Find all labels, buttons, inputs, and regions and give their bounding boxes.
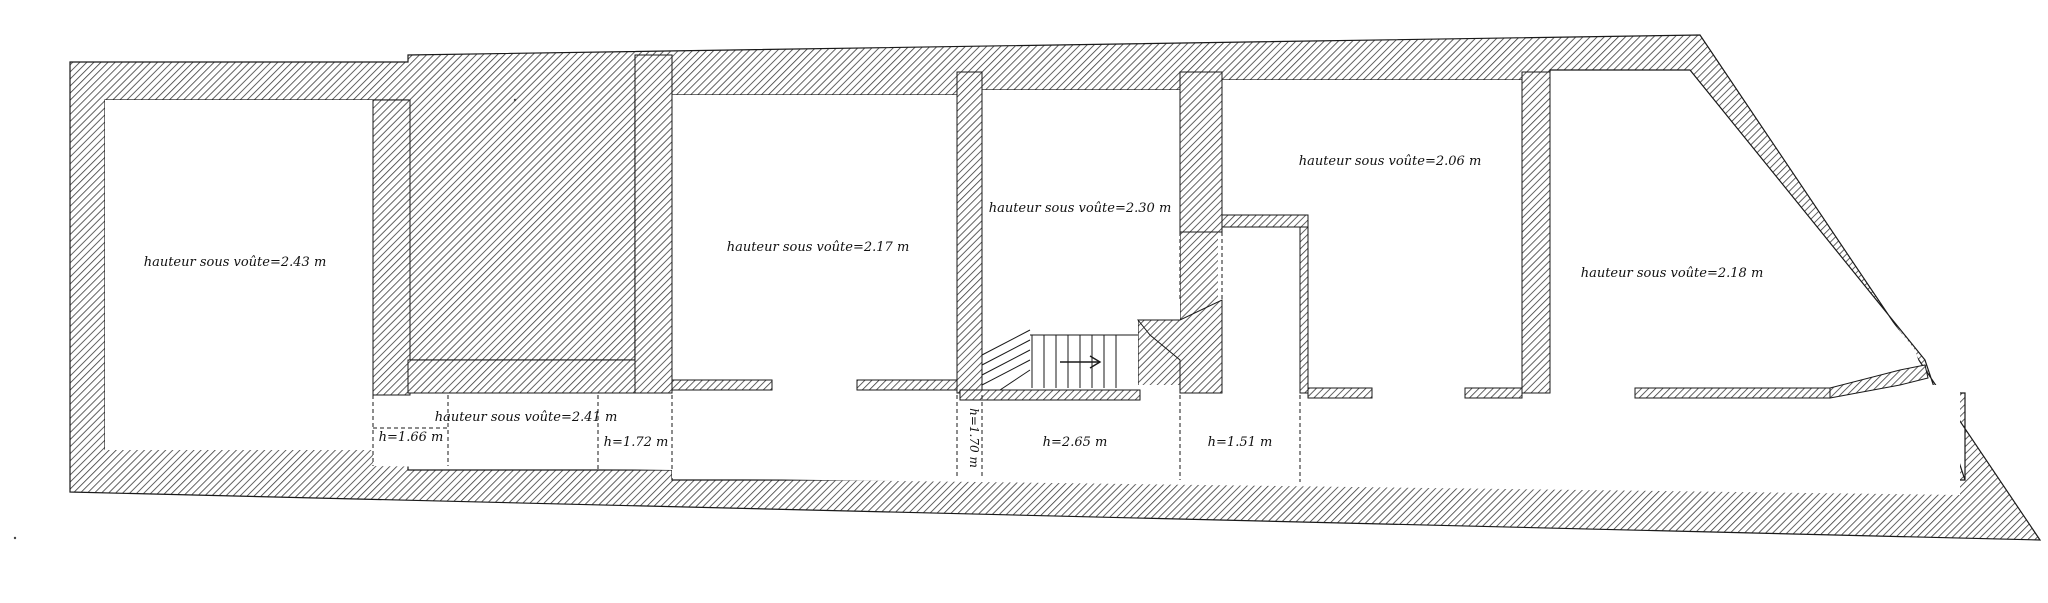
wall-stair-base: [959, 389, 1141, 401]
height-label-2: h=1.72 m: [604, 435, 669, 450]
room-2-label: hauteur sous voûte=2.17 m: [727, 240, 910, 255]
interior-walls: [372, 54, 1929, 401]
height-label-1: h=1.66 m: [379, 430, 444, 445]
wall-room4-right: [1521, 71, 1551, 394]
wall-passage-right: [1299, 219, 1309, 394]
scan-dot: [513, 98, 517, 102]
wall-room4-stub-left: [1307, 387, 1373, 399]
height-label-3: h=1.70 m: [967, 408, 981, 468]
room-3-floor: [982, 90, 1180, 320]
room-1-floor: [105, 100, 373, 450]
wall-room4-stub-right: [1464, 387, 1523, 399]
scan-dot: [13, 536, 17, 540]
wall-room1-right: [372, 99, 411, 396]
room-1-label: hauteur sous voûte=2.43 m: [144, 255, 327, 270]
passage-floor: [1222, 232, 1300, 393]
wall-room2-stub-left: [671, 379, 773, 391]
dashed-boundaries: [372, 232, 1309, 482]
room-2-floor: [672, 95, 957, 380]
room-5-label: hauteur sous voûte=2.18 m: [1581, 266, 1764, 281]
wall-room5-stub: [1634, 387, 1831, 399]
stair-area-floor: [982, 320, 1138, 390]
wall-room2-right: [956, 71, 983, 394]
room-3-label: hauteur sous voûte=2.30 m: [989, 201, 1172, 216]
staircase: [981, 329, 1138, 391]
wall-room2-stub-right: [856, 379, 958, 391]
room-4-label: hauteur sous voûte=2.06 m: [1299, 154, 1482, 169]
front-strip-floor: [672, 385, 1960, 495]
wall-room2-left: [634, 54, 673, 394]
wall-room5-kink: [1829, 364, 1929, 399]
height-label-4: h=2.65 m: [1043, 435, 1108, 450]
corridor-label: hauteur sous voûte=2.41 m: [435, 410, 618, 425]
wall-corridor-top: [407, 359, 636, 394]
height-label-5: h=1.51 m: [1208, 435, 1273, 450]
wall-room3-right: [1179, 71, 1223, 233]
wall-passage-top: [1221, 214, 1309, 228]
wall-stair-block: [1136, 299, 1223, 394]
